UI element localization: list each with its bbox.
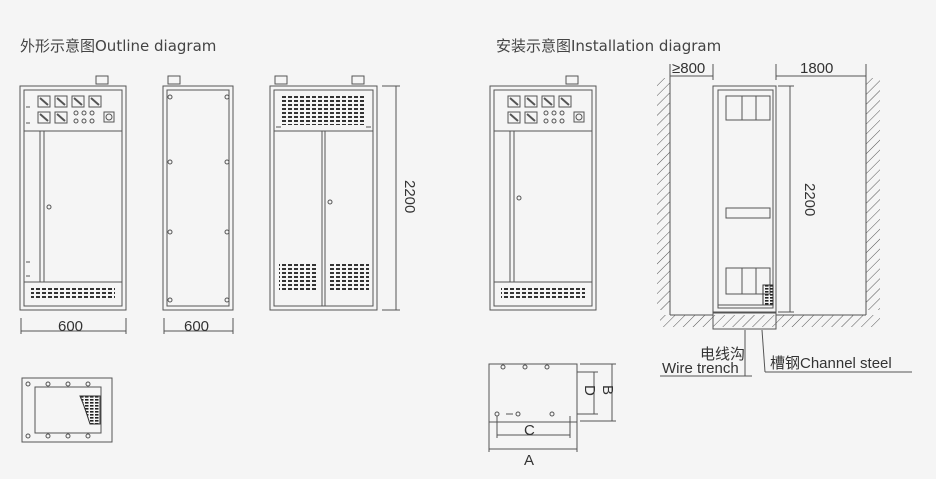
cabinet-front-view [19, 75, 127, 311]
dim-base-a-label: A [524, 452, 535, 469]
dim-base-b-label: B [599, 385, 616, 396]
cabinet-rear-view [269, 75, 378, 311]
dim-base-c-label: C [524, 422, 535, 439]
installation-diagram-title: 安装示意图Installation diagram [496, 37, 722, 55]
dim-side-depth-label: 600 [184, 318, 210, 335]
wire-trench-en-label: Wire trench [662, 360, 739, 377]
dim-height-outline-label: 2200 [401, 180, 418, 214]
base-plan-left [21, 377, 113, 443]
dim-base-d-label: D [581, 385, 598, 396]
cabinet-side-view [162, 75, 234, 311]
channel-steel-label: 槽钢Channel steel [770, 355, 892, 372]
installation-room-section [657, 78, 880, 330]
dim-clearance-front-label: ≥800 [672, 60, 706, 77]
cabinet-install-front [489, 75, 597, 311]
base-plan-right [488, 363, 616, 452]
wire-trench-cn-label: 电线沟 [700, 346, 746, 363]
dim-front-width-label: 600 [58, 318, 84, 335]
dim-height-install-label: 2200 [801, 183, 818, 217]
dim-clearance-rear-label: 1800 [800, 60, 834, 77]
outline-diagram-title: 外形示意图Outline diagram [20, 37, 217, 55]
switch-panel [37, 95, 115, 124]
